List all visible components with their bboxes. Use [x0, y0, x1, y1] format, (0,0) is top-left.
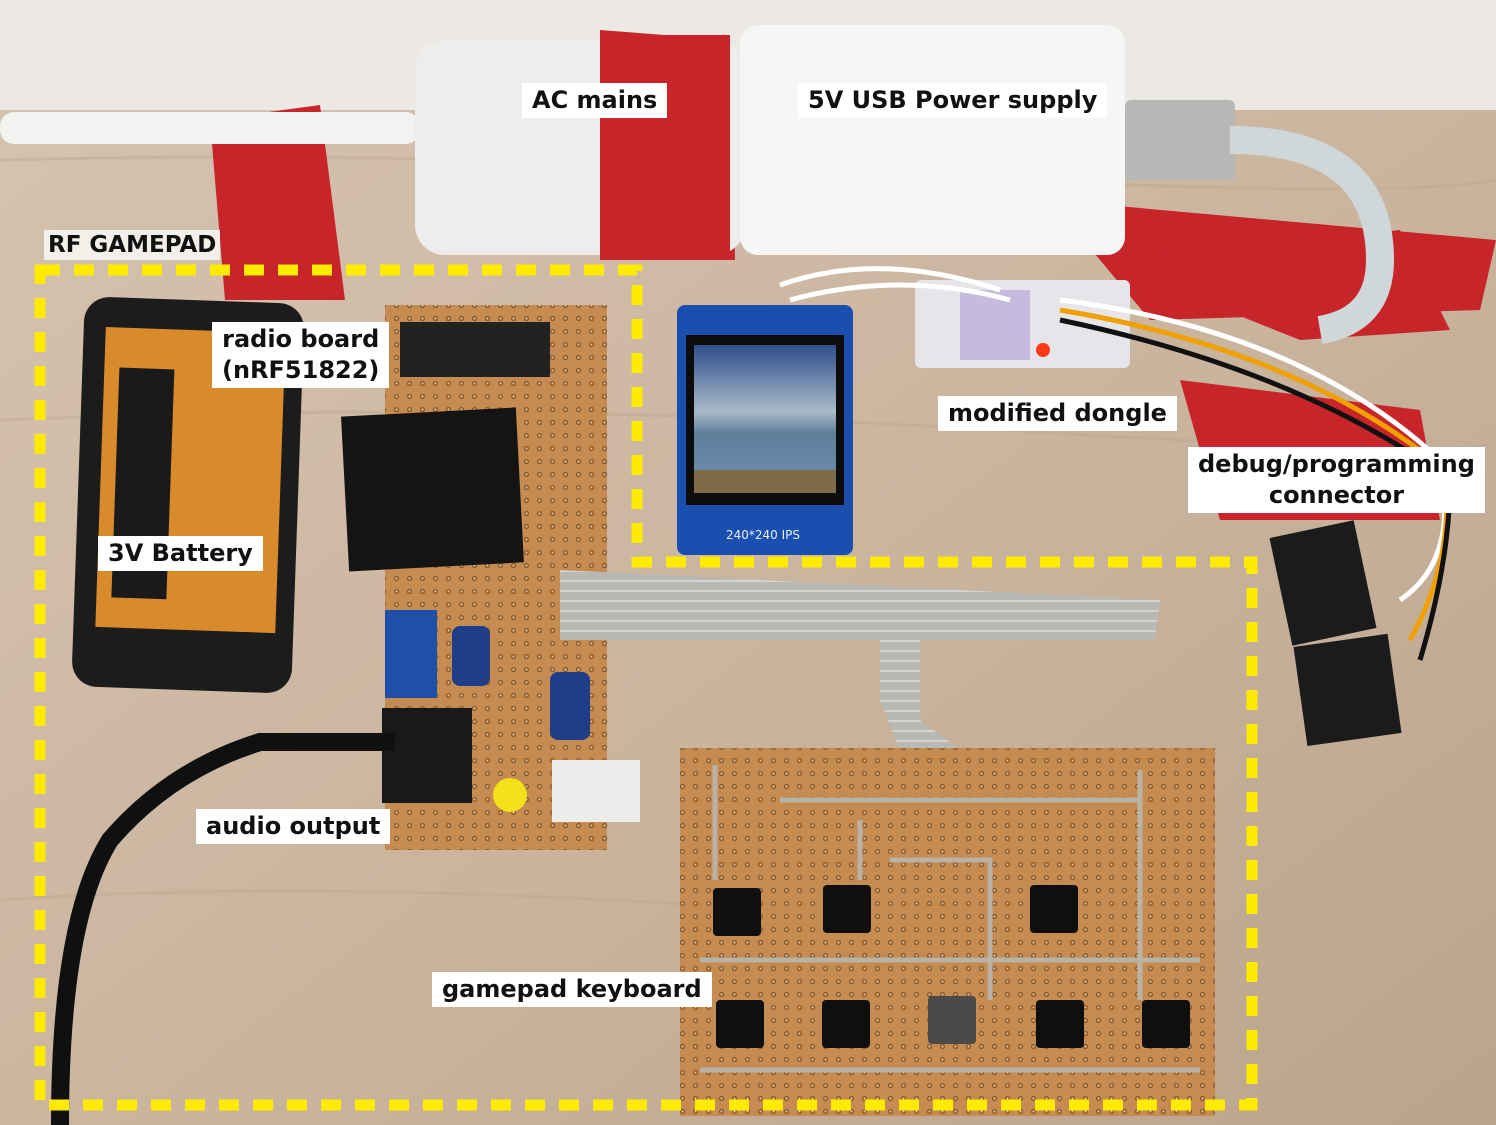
tactile-buttons: [713, 885, 1190, 1048]
radio-board-line2: (nRF51822): [222, 356, 380, 384]
rf-gamepad-label: RF GAMEPAD: [44, 230, 221, 260]
usb-adapter: [740, 25, 1125, 255]
radio-board-line1: radio board: [222, 325, 380, 353]
slide-switch: [552, 760, 640, 822]
gamepad-outline: [34, 264, 1258, 1111]
battery-label: 3V Battery: [98, 536, 263, 571]
gamepad-keyboard-label: gamepad keyboard: [432, 972, 712, 1007]
lcd-caption: 240*240 IPS: [726, 528, 801, 542]
audio-cable: [51, 733, 395, 1125]
debug-connector-label: debug/programming connector: [1188, 447, 1485, 513]
usb-connector: [1125, 100, 1235, 180]
debug-line2: connector: [1268, 481, 1405, 509]
modified-dongle-label: modified dongle: [938, 396, 1177, 431]
debug-connector-2: [1293, 633, 1402, 747]
capacitor-2: [550, 672, 590, 740]
yellow-led: [493, 778, 527, 812]
modified-dongle: [915, 280, 1130, 368]
terminal-block: [385, 610, 437, 698]
audio-jack: [382, 708, 472, 803]
pin-header: [400, 322, 550, 377]
ac-cable: [0, 112, 420, 144]
keyboard-stripboard: [680, 748, 1215, 1116]
nrf-module: [341, 407, 524, 572]
dongle-wires: [779, 266, 1448, 603]
ac-plug-tape: [600, 35, 730, 260]
capacitor-1: [452, 626, 490, 686]
radio-board-label: radio board (nRF51822): [212, 322, 390, 388]
lcd-module: [677, 305, 853, 555]
ribbon-cable: [560, 570, 1160, 750]
usb-power-label: 5V USB Power supply: [798, 83, 1108, 118]
ac-mains-label: AC mains: [522, 83, 668, 118]
debug-line1: debug/programming: [1198, 450, 1475, 478]
debug-connector: [1269, 520, 1377, 646]
solder-traces: [700, 765, 1200, 1073]
usb-cable: [1229, 126, 1395, 344]
audio-output-label: audio output: [196, 809, 391, 844]
